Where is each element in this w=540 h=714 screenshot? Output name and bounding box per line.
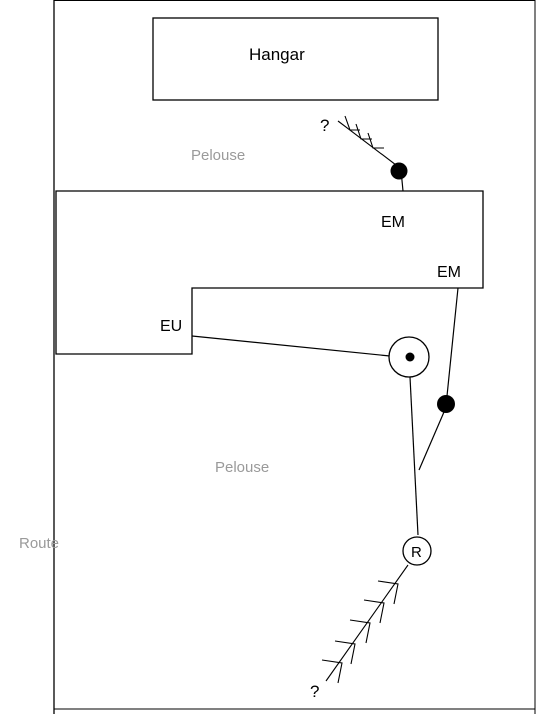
- question-top-label: ?: [320, 116, 329, 135]
- main-building-outline: [55, 190, 484, 355]
- entry-point-em-top: [390, 162, 408, 180]
- r-node-label: R: [411, 544, 422, 561]
- lawn-top-label: Pelouse: [191, 147, 245, 164]
- question-bottom-label: ?: [310, 682, 319, 701]
- center-to-r-line: [409, 376, 419, 536]
- em-right-label: EM: [437, 264, 461, 281]
- hangar-label: Hangar: [249, 45, 305, 64]
- r-node: [402, 536, 432, 566]
- lawn-middle-label: Pelouse: [215, 459, 269, 476]
- road-label: Route: [19, 535, 59, 552]
- incoming-arrow-top: [337, 115, 397, 166]
- eu-label: EU: [160, 318, 182, 335]
- em-right-to-dot-line: [446, 287, 459, 397]
- central-node-dot: [405, 352, 415, 362]
- em-top-label: EM: [381, 214, 405, 231]
- dot-to-path-line: [418, 411, 445, 471]
- entry-point-em-right: [437, 395, 455, 413]
- eu-to-center-line: [191, 335, 391, 357]
- hangar-building: [152, 17, 439, 101]
- incoming-arrow-bottom: [321, 564, 409, 684]
